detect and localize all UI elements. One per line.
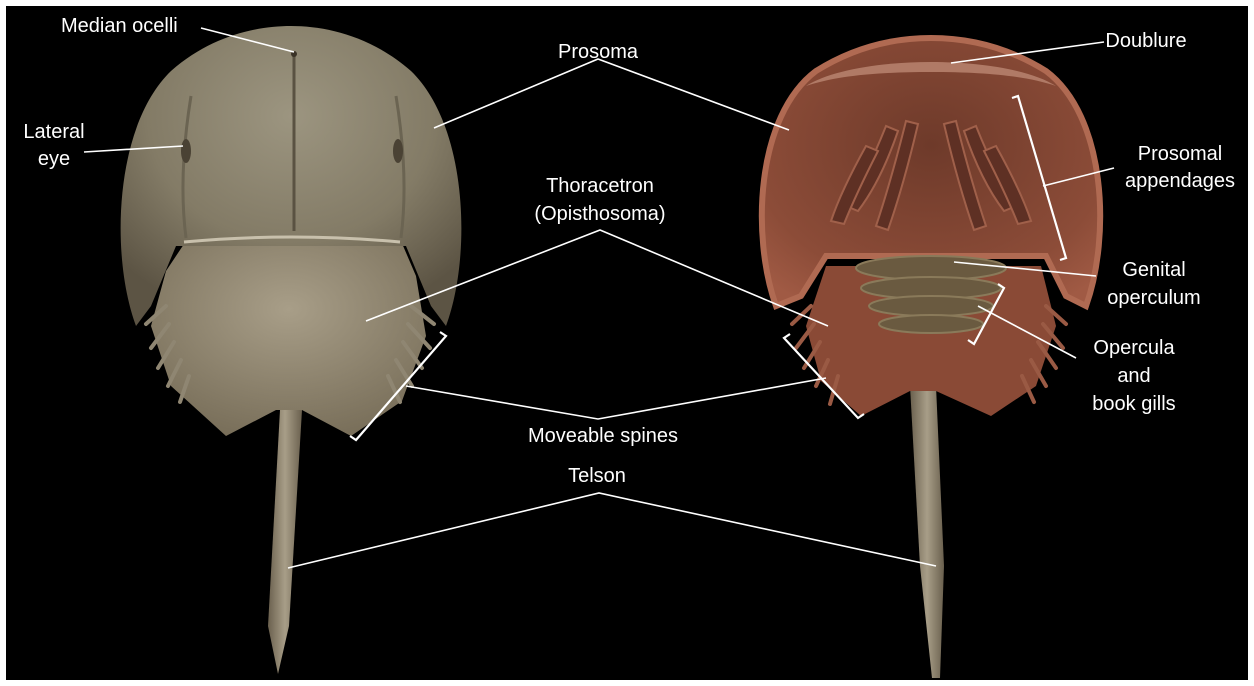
lateral-eye-mark-right <box>393 139 403 163</box>
leader-prosoma <box>434 59 789 130</box>
label-lateral-eye-line2: eye <box>38 147 70 171</box>
label-moveable-spines: Moveable spines <box>528 424 678 448</box>
label-lateral-eye-line1: Lateral <box>23 120 84 144</box>
label-telson: Telson <box>568 464 626 488</box>
label-genital-operculum-line1: Genital <box>1122 258 1185 282</box>
label-prosomal-appendages-line2: appendages <box>1125 169 1235 193</box>
label-genital-operculum-line2: operculum <box>1107 286 1200 310</box>
label-median-ocelli: Median ocelli <box>61 14 178 38</box>
label-prosoma: Prosoma <box>558 40 638 64</box>
ventral-crab-illustration <box>762 38 1100 678</box>
diagram-canvas: Median ocelli Lateral eye Prosoma Thorac… <box>6 6 1248 680</box>
leader-moveable-spines <box>406 378 826 419</box>
diagram-svg <box>6 6 1248 680</box>
dorsal-telson <box>268 410 302 674</box>
label-thoracetron-line1: Thoracetron <box>546 174 654 198</box>
label-thoracetron-line2: (Opisthosoma) <box>534 202 665 226</box>
label-opercula-line1: Opercula <box>1093 336 1174 360</box>
label-opercula-line3: book gills <box>1092 392 1175 416</box>
label-opercula-line2: and <box>1117 364 1150 388</box>
lateral-eye-mark <box>181 139 191 163</box>
ventral-telson <box>910 386 944 678</box>
label-prosomal-appendages-line1: Prosomal <box>1138 142 1222 166</box>
leader-telson <box>288 493 936 568</box>
label-doublure: Doublure <box>1105 29 1186 53</box>
dorsal-crab-illustration <box>121 26 462 674</box>
